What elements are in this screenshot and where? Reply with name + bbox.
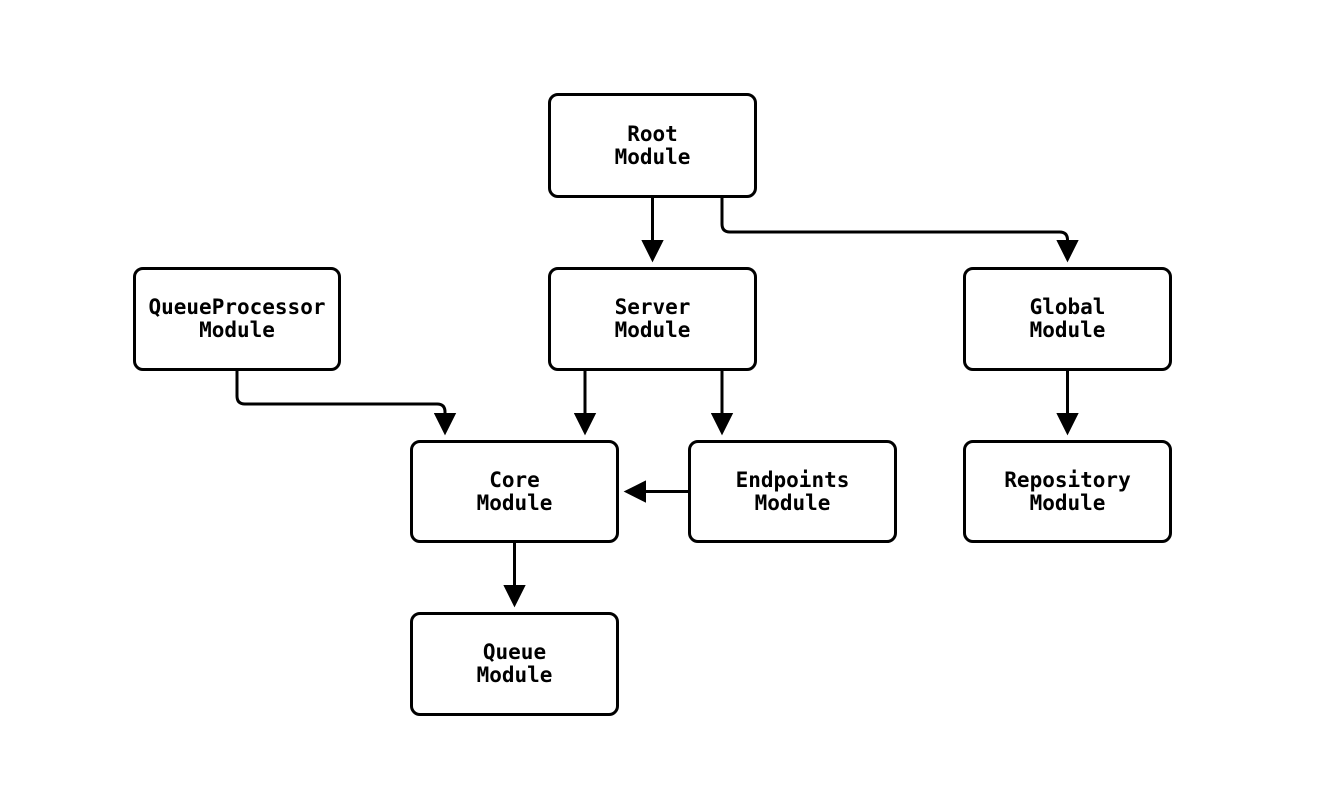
node-server-module: Server Module [548, 267, 757, 371]
node-repository-module-label: Repository Module [1004, 467, 1131, 515]
node-core-module-label: Core Module [476, 467, 553, 515]
node-queueprocessor-module: QueueProcessor Module [133, 267, 341, 371]
node-repository-module: Repository Module [963, 440, 1172, 543]
edge-root-to-global [720, 198, 1079, 263]
node-endpoints-module: Endpoints Module [688, 440, 897, 543]
node-root-module-label: Root Module [614, 121, 691, 169]
node-queueprocessor-module-label: QueueProcessor Module [148, 295, 326, 342]
node-global-module: Global Module [963, 267, 1172, 371]
node-root-module: Root Module [548, 93, 757, 198]
edge-queueprocessor-to-core [235, 371, 457, 436]
node-queue-module-label: Queue Module [476, 640, 553, 687]
node-queue-module: Queue Module [410, 612, 619, 716]
node-core-module: Core Module [410, 440, 619, 543]
node-global-module-label: Global Module [1029, 295, 1106, 342]
node-endpoints-module-label: Endpoints Module [735, 467, 850, 515]
node-server-module-label: Server Module [614, 295, 691, 342]
